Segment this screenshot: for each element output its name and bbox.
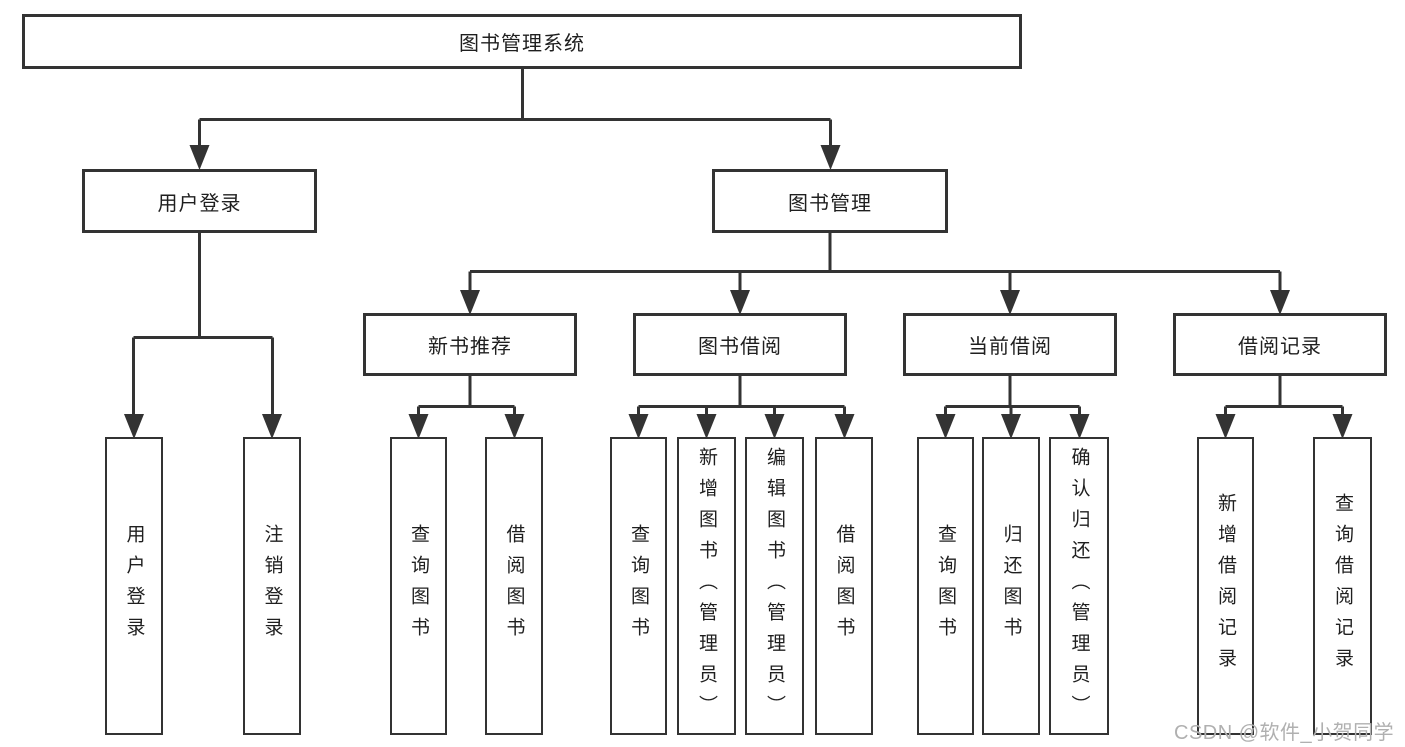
leaf-borrow-books-borrowing: 借阅图书 — [815, 437, 873, 735]
arrowhead-icon — [408, 414, 429, 439]
leaf-return-books: 归还图书 — [982, 437, 1040, 735]
leaf-borrow-books-recommend-label: 借阅图书 — [503, 524, 525, 648]
node-new-book-recommendation: 新书推荐 — [363, 313, 577, 376]
arrowhead-icon — [124, 414, 144, 439]
arrowhead-icon — [189, 145, 210, 170]
leaf-borrow-books-recommend: 借阅图书 — [485, 437, 543, 735]
connector-current — [944, 376, 1081, 418]
leaf-query-books-recommend: 查询图书 — [390, 437, 447, 735]
connector-user-login — [132, 233, 274, 418]
node-user-login: 用户登录 — [82, 169, 317, 233]
node-user-login-label: 用户登录 — [157, 192, 242, 215]
node-book-management-label: 图书管理 — [788, 192, 872, 215]
leaf-logout: 注销登录 — [243, 437, 301, 735]
node-new-book-recommendation-label: 新书推荐 — [428, 336, 512, 358]
connector-recommendation — [417, 376, 516, 418]
leaf-edit-book-admin-label: 编辑图书（管理员） — [764, 446, 785, 726]
arrowhead-icon — [696, 414, 717, 439]
arrowhead-icon — [628, 414, 649, 439]
leaf-query-books-recommend-label: 查询图书 — [408, 524, 429, 648]
leaf-confirm-return-admin-label: 确认归还（管理员） — [1068, 446, 1090, 726]
leaf-add-borrow-record: 新增借阅记录 — [1197, 437, 1254, 735]
arrowhead-icon — [834, 414, 855, 439]
arrowhead-icon — [262, 414, 282, 439]
node-root: 图书管理系统 — [22, 14, 1022, 69]
arrowhead-icon — [504, 414, 525, 439]
arrowhead-icon — [730, 290, 750, 315]
leaf-user-login-label: 用户登录 — [123, 524, 145, 648]
arrowhead-icon — [1332, 414, 1353, 439]
connector-book-management — [468, 233, 1282, 294]
leaf-query-borrow-record: 查询借阅记录 — [1313, 437, 1372, 735]
leaf-query-books-current-label: 查询图书 — [935, 524, 956, 648]
node-borrowing-records-label: 借阅记录 — [1238, 336, 1322, 358]
arrowhead-icon — [460, 290, 480, 315]
leaf-return-books-label: 归还图书 — [1000, 524, 1022, 648]
node-root-label: 图书管理系统 — [459, 33, 585, 55]
leaf-edit-book-admin: 编辑图书（管理员） — [745, 437, 804, 735]
leaf-add-book-admin-label: 新增图书（管理员） — [696, 446, 717, 726]
leaf-query-books-borrowing-label: 查询图书 — [628, 524, 649, 648]
arrowhead-icon — [1270, 290, 1290, 315]
arrowhead-icon — [935, 414, 956, 439]
node-book-borrowing: 图书借阅 — [633, 313, 847, 376]
arrowhead-icon — [1000, 290, 1020, 315]
arrowhead-icon — [1069, 414, 1090, 439]
arrowhead-icon — [820, 145, 841, 170]
watermark-text: CSDN @软件_小贺同学 — [1174, 722, 1395, 744]
connector-borrowing — [637, 376, 846, 418]
leaf-user-login: 用户登录 — [105, 437, 163, 735]
leaf-query-books-current: 查询图书 — [917, 437, 974, 735]
connector-records — [1224, 376, 1344, 418]
arrowhead-icon — [1001, 414, 1021, 439]
leaf-query-books-borrowing: 查询图书 — [610, 437, 667, 735]
leaf-confirm-return-admin: 确认归还（管理员） — [1049, 437, 1109, 735]
node-borrowing-records: 借阅记录 — [1173, 313, 1387, 376]
leaf-borrow-books-borrowing-label: 借阅图书 — [833, 524, 855, 648]
arrowhead-icon — [1215, 414, 1236, 439]
node-current-borrowing-label: 当前借阅 — [968, 336, 1052, 358]
leaf-query-borrow-record-label: 查询借阅记录 — [1332, 493, 1353, 679]
arrowhead-icon — [764, 414, 785, 439]
leaf-add-book-admin: 新增图书（管理员） — [677, 437, 736, 735]
node-book-management: 图书管理 — [712, 169, 948, 233]
node-book-borrowing-label: 图书借阅 — [698, 336, 782, 358]
leaf-add-borrow-record-label: 新增借阅记录 — [1215, 493, 1236, 679]
leaf-logout-label: 注销登录 — [261, 524, 283, 648]
node-current-borrowing: 当前借阅 — [903, 313, 1117, 376]
connector-root-to-level2 — [198, 68, 832, 150]
